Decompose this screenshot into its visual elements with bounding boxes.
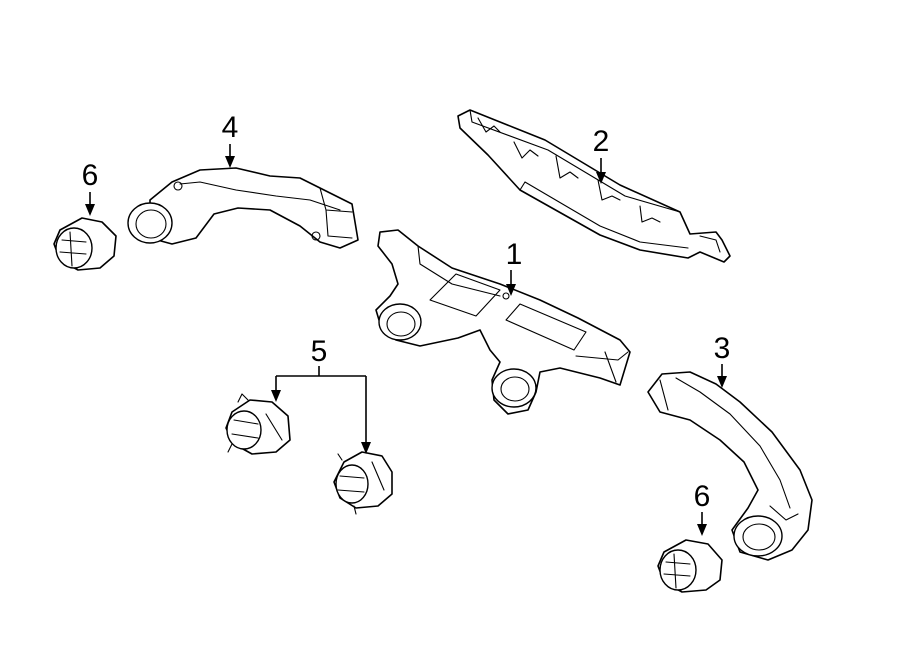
svg-text:6: 6: [694, 480, 711, 513]
callout-5: 5: [271, 335, 371, 454]
svg-text:6: 6: [82, 159, 99, 192]
part-4-left-duct[interactable]: [127, 167, 359, 249]
callout-2: 2: [593, 125, 610, 184]
svg-text:5: 5: [311, 335, 328, 368]
svg-text:3: 3: [714, 332, 731, 365]
part-6-vent-left[interactable]: [53, 217, 117, 271]
callout-6-left: 6: [82, 159, 99, 216]
part-2-defroster-duct[interactable]: [457, 109, 731, 263]
svg-text:2: 2: [593, 125, 610, 158]
callout-4: 4: [222, 111, 239, 168]
svg-text:1: 1: [506, 238, 523, 271]
svg-text:4: 4: [222, 111, 239, 144]
callout-1: 1: [506, 238, 523, 296]
part-6-vent-right[interactable]: [657, 539, 723, 593]
callout-6-right: 6: [694, 480, 711, 536]
part-5-vent-right[interactable]: [333, 451, 393, 515]
part-5-vent-left[interactable]: [225, 393, 291, 455]
callout-3: 3: [714, 332, 731, 388]
part-1-center-duct[interactable]: [375, 229, 631, 415]
part-3-right-duct[interactable]: [647, 371, 813, 561]
